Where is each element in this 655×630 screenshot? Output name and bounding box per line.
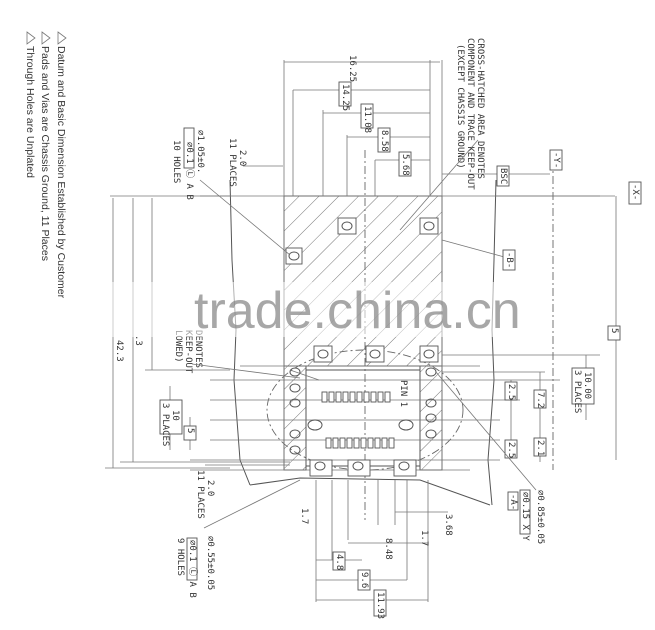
pad <box>365 345 385 363</box>
svg-text:-Y-: -Y- <box>551 152 561 168</box>
dim-5: 5 <box>185 428 195 433</box>
dim-3-68: 3.68 <box>443 514 453 536</box>
dim-7-2: 7.2 <box>535 392 545 408</box>
mount-hole-left <box>307 419 323 431</box>
watermark: trade.china.cn <box>194 282 521 340</box>
watermark-band <box>100 282 550 337</box>
svg-text:⌀0.1 Ⓛ A B: ⌀0.1 Ⓛ A B <box>187 540 198 598</box>
svg-text:⌀0.55±0.05: ⌀0.55±0.05 <box>205 536 215 590</box>
dim-2-5-b: 2.5 <box>506 442 516 458</box>
dim-2-5-a: 2.5 <box>506 384 516 400</box>
board-edge-right <box>487 179 497 506</box>
dim-2-1: 2.1 <box>535 440 545 456</box>
dim-11-93: 11.93 <box>375 592 385 619</box>
svg-text:10 HOLES: 10 HOLES <box>171 140 181 183</box>
svg-text:⌀0.1 Ⓛ A B: ⌀0.1 Ⓛ A B <box>184 142 195 200</box>
datum-b: -B- <box>441 239 516 271</box>
pads <box>285 217 439 477</box>
dim-8-48: 8.48 <box>383 538 393 560</box>
dim-42-3: 42.3 <box>114 340 124 362</box>
svg-text:2.0: 2.0 <box>237 150 247 166</box>
pad <box>313 345 333 363</box>
pin1-label: PIN 1 <box>398 380 408 407</box>
bottom-hole-callout: 2.0 11 PLACES ⌀0.55±0.05 ⌀0.1 Ⓛ A B 9 HO… <box>175 464 301 598</box>
svg-text:-B-: -B- <box>504 252 514 268</box>
svg-text:⌀0.15 X Y: ⌀0.15 X Y <box>520 492 530 541</box>
svg-text:COMPONENT AND TRACE KEEP-OUT: COMPONENT AND TRACE KEEP-OUT <box>465 38 475 190</box>
right-hole-callout: ⌀0.85±0.05 ⌀0.15 X Y -A- <box>435 371 545 544</box>
svg-text:KEEP-OUT: KEEP-OUT <box>183 330 193 374</box>
svg-text:2.0: 2.0 <box>205 480 215 496</box>
svg-text:CROSS-HATCHED AREA DENOTES: CROSS-HATCHED AREA DENOTES <box>475 38 485 179</box>
svg-text:9 HOLES: 9 HOLES <box>175 538 185 576</box>
dim-4-8: 4.8 <box>334 554 344 570</box>
dim-8-58: 8.58 <box>379 130 389 152</box>
svg-text:3 PLACES: 3 PLACES <box>572 370 582 413</box>
pad <box>419 217 439 235</box>
board-edge-left <box>229 179 251 486</box>
svg-text:11 PLACES: 11 PLACES <box>227 138 237 187</box>
dim-1-7-a: 1.7 <box>299 508 309 524</box>
svg-text:-X-: -X- <box>630 184 640 200</box>
svg-text:(EXCEPT CHASSIS GROUND): (EXCEPT CHASSIS GROUND) <box>455 44 465 169</box>
svg-text:11 PLACES: 11 PLACES <box>195 470 205 519</box>
datum-y: -Y- <box>549 149 563 171</box>
notes-block: Datum and Basic Dimension Established by… <box>24 31 67 299</box>
top-dimensions: 16.25 14.25 11.08 8.58 5.68 <box>284 55 440 177</box>
keepout-partial-callout: DENOTES KEEP-OUT LOWED) <box>173 330 301 379</box>
note-1: Datum and Basic Dimension Established by… <box>55 46 67 299</box>
dim-5-right: 5 <box>609 328 619 333</box>
pad <box>309 459 333 477</box>
dim-1-7-b: 1.7 <box>419 530 429 546</box>
pad <box>393 459 417 477</box>
top-hole-callout: ⌀1.05±0. ⌀0.1 Ⓛ A B 10 HOLES 2.0 11 PLAC… <box>171 127 291 256</box>
svg-text:⌀1.05±0.: ⌀1.05±0. <box>195 130 205 173</box>
note-2: Pads and Vias are Chassis Ground, 11 Pla… <box>39 46 51 261</box>
board-edge-bottom <box>249 477 491 506</box>
svg-text:3 PLACES: 3 PLACES <box>160 403 170 446</box>
extension-lines-top <box>283 60 443 470</box>
dim-16-25: 16.25 <box>347 55 357 82</box>
connector-pins-top-row <box>321 391 391 403</box>
crosshatch-callout: CROSS-HATCHED AREA DENOTES COMPONENT AND… <box>399 38 485 231</box>
dim-9-6: 9.6 <box>359 572 369 588</box>
dim-10-00: 10.00 <box>582 372 592 399</box>
svg-text:BSC: BSC <box>498 168 508 184</box>
datum-bsc: BSC <box>442 165 550 187</box>
dim-5-68: 5.68 <box>400 154 410 176</box>
dim-3: .3 <box>133 335 143 346</box>
dim-14-25: 14.25 <box>340 84 350 111</box>
dim-11-08: 11.08 <box>362 106 372 133</box>
note-3: Through Holes are Unplated <box>24 46 36 178</box>
connector-pins-bottom-row <box>325 437 395 449</box>
pad <box>337 217 357 235</box>
svg-text:LOWED): LOWED) <box>173 330 183 363</box>
pad <box>347 459 371 477</box>
side-holes <box>289 367 437 455</box>
pad <box>419 345 439 363</box>
pad <box>285 247 303 265</box>
svg-text:DENOTES: DENOTES <box>193 330 203 368</box>
component-outline <box>266 349 464 471</box>
svg-text:-A-: -A- <box>508 494 518 510</box>
svg-text:⌀0.85±0.05: ⌀0.85±0.05 <box>535 490 545 544</box>
mount-hole-right <box>398 419 414 431</box>
dim-10: 10 <box>170 410 180 421</box>
